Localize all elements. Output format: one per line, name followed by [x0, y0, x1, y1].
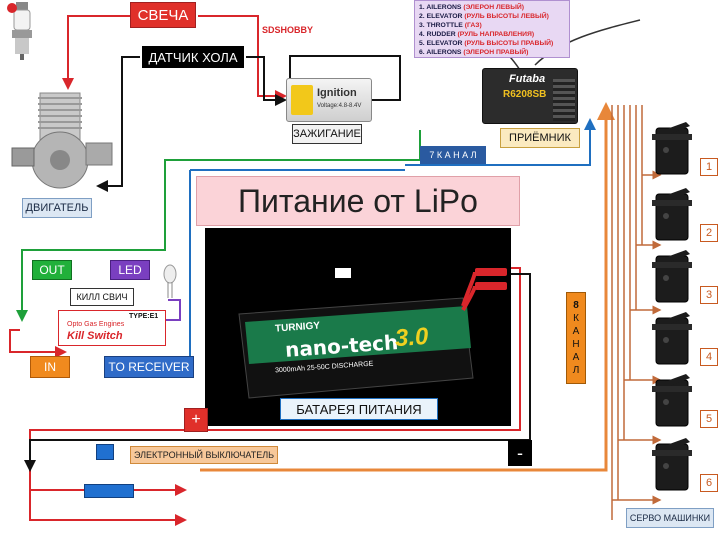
- channel-name: RUDDER: [426, 31, 458, 38]
- servo-number: 6: [700, 474, 718, 492]
- servo-number: 1: [700, 158, 718, 176]
- channel-name: AILERONS: [426, 49, 464, 56]
- channel8-letter: Л: [572, 365, 580, 376]
- electronic-switch-board: [84, 484, 134, 498]
- servo-number: 5: [700, 410, 718, 428]
- wire-ignition-power: [289, 55, 401, 101]
- kill-name: Kill Switch: [67, 330, 123, 342]
- channel-legend-item: 4. RUDDER (РУЛЬ НАПРАВЛЕНИЯ): [419, 30, 565, 39]
- channel-legend-item: 6. AILERONS (ЭЛЕРОН ПРАВЫЙ): [419, 48, 565, 57]
- channel-number: 4.: [419, 31, 427, 38]
- ignition-label: ЗАЖИГАНИЕ: [292, 124, 362, 144]
- hall-sensor-label: ДАТЧИК ХОЛА: [140, 44, 246, 70]
- plus-terminal: +: [184, 408, 208, 432]
- channel-number: 2.: [419, 13, 427, 20]
- led-label: LED: [110, 260, 150, 280]
- channel-name: ELEVATOR: [426, 13, 465, 20]
- channel-number: 5.: [419, 40, 427, 47]
- channel-description: (ЭЛЕРОН ЛЕВЫЙ): [463, 4, 525, 11]
- to-receiver-label: TO RECEIVER: [104, 356, 194, 378]
- servo-number: 2: [700, 224, 718, 242]
- servo-icon: [650, 436, 698, 494]
- in-label: IN: [30, 356, 70, 378]
- servos-label: СЕРВО МАШИНКИ: [626, 508, 714, 528]
- channel-number: 6.: [419, 49, 427, 56]
- channel7-label: 7 К А Н А Л: [420, 146, 486, 164]
- channel8-letter: Н: [572, 339, 580, 350]
- channel8-letter: К: [573, 313, 579, 324]
- receiver-module: Futaba R6208SB: [482, 68, 578, 124]
- kill-switch-label: КИЛЛ СВИЧ: [70, 288, 134, 306]
- servo-number: 3: [700, 286, 718, 304]
- servo-icon: [650, 372, 698, 430]
- channel-description: (РУЛЬ ВЫСОТЫ ПРАВЫЙ): [464, 40, 554, 47]
- channel8-letter: А: [572, 326, 580, 337]
- servo-icon: [650, 310, 698, 368]
- channel-number: 1.: [419, 4, 427, 11]
- servo-icon: [650, 120, 698, 178]
- wire-spark-to-engine: [62, 15, 130, 90]
- wire-hall-to-ignition: [245, 56, 287, 106]
- sdshobby-logo: SDSHOBBY: [262, 25, 314, 35]
- electronic-switch-label: ЭЛЕКТРОННЫЙ ВЫКЛЮЧАТЕЛЬ: [130, 446, 278, 464]
- receiver-model: R6208SB: [503, 89, 547, 100]
- receiver-label: ПРИЁМНИК: [500, 128, 580, 148]
- engine-label: ДВИГАТЕЛЬ: [22, 198, 92, 218]
- channel-list: 1. AILERONS (ЭЛЕРОН ЛЕВЫЙ)2. ELEVATOR (Р…: [419, 3, 565, 57]
- ignition-module: Ignition Voltage:4.8-8.4V: [286, 78, 372, 122]
- ignition-yellow-tag: [291, 85, 313, 115]
- spark-plug-label: СВЕЧА: [130, 2, 196, 28]
- page-title: Питание от LiPo: [196, 176, 520, 226]
- channel-name: THROTTLE: [426, 22, 465, 29]
- kill-brand: Opto Gas Engines: [67, 321, 125, 328]
- wire-hall-to-engine: [96, 56, 140, 192]
- battery-rating: 3.0: [394, 322, 430, 353]
- spark-plug-icon: [6, 2, 38, 62]
- channel-description: (ЭЛЕРОН ПРАВЫЙ): [463, 49, 529, 56]
- channel8-letter: А: [572, 352, 580, 363]
- channel-legend: 1. AILERONS (ЭЛЕРОН ЛЕВЫЙ)2. ELEVATOR (Р…: [414, 0, 570, 58]
- receiver-pins: [553, 79, 575, 121]
- out-label: OUT: [32, 260, 72, 280]
- wire-battery-red: [29, 267, 521, 526]
- led-bulb-icon: [162, 264, 178, 300]
- battery-photo: TURNIGY nano-tech 3.0 3000mAh 25-50C DIS…: [205, 228, 511, 426]
- channel-description: (ГАЗ): [464, 22, 482, 29]
- channel-legend-item: 2. ELEVATOR (РУЛЬ ВЫСОТЫ ЛЕВЫЙ): [419, 12, 565, 21]
- ignition-brand: Ignition: [317, 87, 357, 99]
- channel-legend-item: 5. ELEVATOR (РУЛЬ ВЫСОТЫ ПРАВЫЙ): [419, 39, 565, 48]
- electronic-switch-module: [96, 444, 114, 460]
- ignition-voltage: Voltage:4.8-8.4V: [317, 103, 362, 109]
- channel8-letter: 8: [573, 300, 579, 311]
- receiver-brand: Futaba: [509, 73, 546, 85]
- servo-icon: [650, 186, 698, 244]
- channel-legend-item: 3. THROTTLE (ГАЗ): [419, 21, 565, 30]
- channel-description: (РУЛЬ НАПРАВЛЕНИЯ): [457, 31, 535, 38]
- channel-legend-item: 1. AILERONS (ЭЛЕРОН ЛЕВЫЙ): [419, 3, 565, 12]
- channel-number: 3.: [419, 22, 427, 29]
- channel-name: AILERONS: [426, 4, 464, 11]
- kill-switch-module: TYPE:E1 Opto Gas Engines Kill Switch: [58, 310, 166, 346]
- wire-orange-channel8: [200, 102, 615, 472]
- channel-description: (РУЛЬ ВЫСОТЫ ЛЕВЫЙ): [464, 13, 549, 20]
- kill-type: TYPE:E1: [129, 313, 159, 320]
- servo-icon: [650, 248, 698, 306]
- engine-icon: [10, 88, 120, 198]
- wire-blue-channel7: [405, 118, 596, 166]
- minus-terminal: -: [508, 440, 532, 466]
- servo-number: 4: [700, 348, 718, 366]
- battery-label: БАТАРЕЯ ПИТАНИЯ: [280, 398, 438, 420]
- wire-red-killswitch-in: [9, 329, 67, 358]
- channel-name: ELEVATOR: [426, 40, 465, 47]
